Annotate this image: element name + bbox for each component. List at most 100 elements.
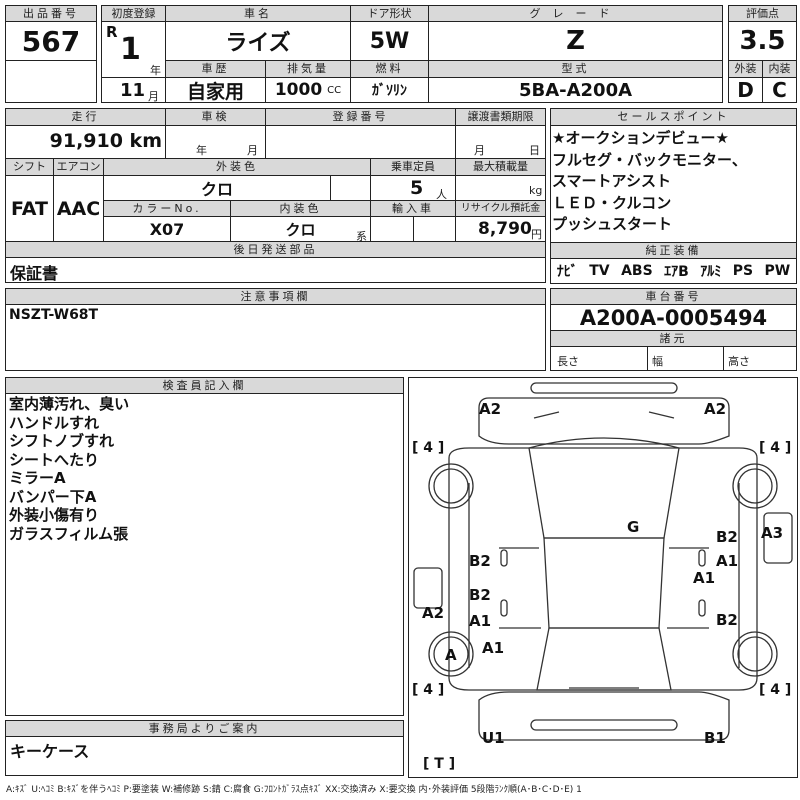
capacity: 5 (410, 177, 424, 199)
legend: A:ｷｽﾞ U:ﾍｺﾐ B:ｷｽﾞを伴うﾍｺﾐ P:要塗装 W:補修跡 S:錆 … (6, 785, 582, 795)
damage-mark: A3 (761, 524, 784, 542)
inspector-label: 検査員記入欄 (5, 377, 404, 394)
damage-mark: A2 (704, 400, 727, 418)
inspector-line: ハンドルすれ (9, 413, 100, 432)
damage-mark: B1 (704, 729, 726, 747)
sales-line: ＬＥＤ・クルコン (552, 193, 672, 212)
reg-month: 11 (120, 80, 146, 101)
equip-item: ABS (621, 263, 653, 279)
shift-label: シフト (5, 158, 54, 176)
tire-mark: [ 4 ] (759, 682, 792, 698)
damage-mark: B2 (716, 611, 738, 629)
damage-mark: B2 (469, 552, 491, 570)
interior-color: クロ (230, 216, 371, 242)
width-box: 幅 (647, 346, 724, 371)
sales-line: プッシュスタート (552, 215, 673, 233)
length-box: 長さ (550, 346, 648, 371)
capacity-unit: 人 (436, 188, 447, 201)
recycle-label: リサイクル預託金 (455, 200, 546, 217)
damage-mark: U1 (482, 729, 505, 747)
color-no: X07 (103, 216, 231, 242)
name-label: 車名 (165, 5, 351, 22)
grade-label: グレード (428, 5, 723, 22)
cc-unit: CC (327, 84, 342, 96)
era: R (106, 23, 118, 41)
notes-box (5, 304, 546, 371)
equip-item: PS (732, 263, 754, 279)
sales-line: スマートアシスト (552, 172, 671, 190)
interior-suffix: 系 (356, 230, 367, 243)
ac-label: エアコン (53, 158, 104, 176)
damage-mark: A2 (422, 604, 445, 622)
history-label: 車歴 (165, 60, 266, 78)
damage-mark: A1 (469, 612, 492, 630)
damage-mark: A1 (716, 552, 739, 570)
color-extra-box (330, 175, 371, 201)
damage-mark: A1 (482, 639, 505, 657)
lot-number: 567 (5, 21, 97, 61)
import-box-1 (370, 216, 414, 242)
transfer-label: 譲渡書類期限 (455, 108, 546, 126)
equip-item: ﾅﾋﾞ (556, 264, 578, 280)
equip-item: ｴｱB (664, 264, 689, 280)
model-code: 5BA-A200A (428, 77, 723, 103)
tire-mark: [ 4 ] (412, 440, 445, 456)
equip-item: ｱﾙﾐ (700, 264, 722, 280)
equipment-list: ﾅﾋﾞ TV ABS ｴｱB ｱﾙﾐ PS PW (550, 258, 797, 284)
capacity-label: 乗車定員 (370, 158, 456, 176)
height-box: 高さ (723, 346, 797, 371)
color-no-label: カラーNo. (103, 200, 231, 217)
year-unit: 年 (150, 64, 161, 77)
later-parts: 保証書 (10, 264, 59, 283)
inspector-notes: 室内薄汚れ、臭い ハンドルすれ シフトノブすれ シートへたり ミラーA バンパー… (5, 393, 404, 716)
lot-blank (5, 60, 97, 103)
fuel-label: 燃料 (350, 60, 429, 78)
inspection-year: 年 (196, 144, 207, 157)
inspector-line: ミラーA (9, 469, 66, 487)
displacement: 1000 (274, 80, 323, 100)
fuel: ｶﾞｿﾘﾝ (350, 77, 429, 103)
color-label: 外装色 (103, 158, 371, 176)
inspection-label: 車検 (165, 108, 266, 126)
width-label: 幅 (652, 355, 663, 368)
lot-label: 出品番号 (5, 5, 97, 22)
mileage-label: 走行 (5, 108, 166, 126)
sales-label: セールスポイント (550, 108, 797, 126)
chassis-label: 車台番号 (550, 288, 797, 305)
sales-points: ★オークションデビュー★ フルセグ・バックモニター、 スマートアシスト ＬＥＤ・… (550, 125, 797, 243)
grade: Z (428, 21, 723, 61)
ac: AAC (53, 175, 104, 242)
inspector-line: シフトノブすれ (9, 432, 115, 450)
chassis-number: A200A-0005494 (550, 304, 797, 331)
load-label: 最大積載量 (455, 158, 546, 176)
sales-line: フルセグ・バックモニター、 (552, 150, 747, 169)
ext-label: 外装 (728, 60, 763, 78)
first-reg-label: 初度登録 (101, 5, 166, 22)
month-unit: 月 (148, 90, 159, 103)
car-outline (413, 382, 793, 741)
plate-label: 登録番号 (265, 108, 456, 126)
tire-mark: [ 4 ] (412, 682, 445, 698)
inspection-month: 月 (247, 144, 258, 157)
shift: FAT (5, 175, 54, 242)
office-box (5, 736, 404, 776)
history: 自家用 (165, 77, 266, 103)
damage-mark: B2 (716, 528, 738, 546)
score: 3.5 (728, 21, 797, 61)
damage-mark: A2 (479, 400, 502, 418)
reg-year: 1 (120, 32, 141, 67)
later-parts-box (5, 257, 546, 283)
office-text: キーケース (10, 742, 90, 761)
int-label: 内装 (762, 60, 797, 78)
office-label: 事務局よりご案内 (5, 720, 404, 737)
spec-label: 諸元 (550, 330, 797, 347)
length-label: 長さ (557, 355, 579, 368)
interior-label: 内装色 (230, 200, 371, 217)
ext-grade: D (728, 77, 763, 103)
yen-unit: 円 (531, 228, 542, 241)
inspector-line: ガラスフィルム張 (9, 524, 129, 543)
displacement-box: 1000 CC (265, 77, 351, 103)
damage-mark: A (445, 646, 457, 664)
damage-mark: B2 (469, 586, 491, 604)
import-label: 輸入車 (370, 200, 456, 217)
